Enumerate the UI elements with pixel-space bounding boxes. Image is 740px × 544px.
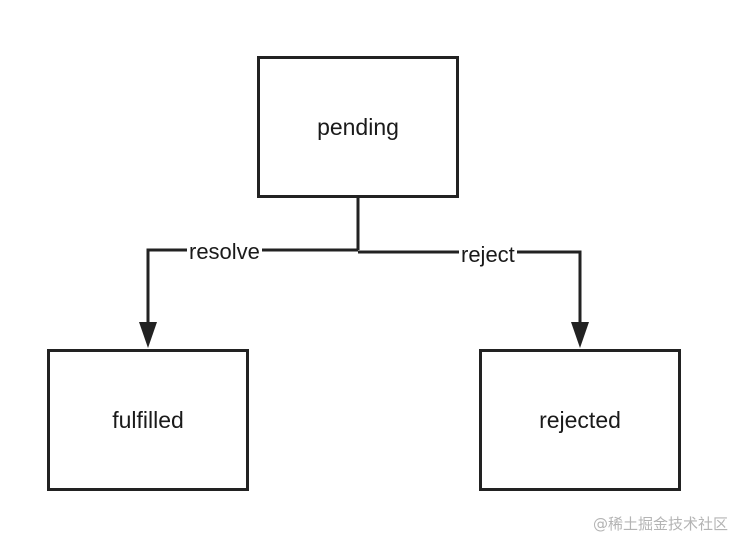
edge-label-reject: reject xyxy=(459,242,517,267)
watermark: @稀土掘金技术社区 xyxy=(592,515,728,533)
state-node-fulfilled: fulfilled xyxy=(47,349,249,491)
edge-reject-line xyxy=(358,250,582,326)
state-node-pending: pending xyxy=(257,56,459,198)
edge-resolve-arrowhead xyxy=(139,322,157,348)
edge-resolve-line xyxy=(146,248,358,326)
state-label-pending: pending xyxy=(317,113,399,140)
state-label-rejected: rejected xyxy=(539,406,621,433)
state-node-rejected: rejected xyxy=(479,349,681,491)
state-label-fulfilled: fulfilled xyxy=(112,406,184,433)
edge-reject-arrowhead xyxy=(571,322,589,348)
edge-label-resolve: resolve xyxy=(187,239,262,264)
